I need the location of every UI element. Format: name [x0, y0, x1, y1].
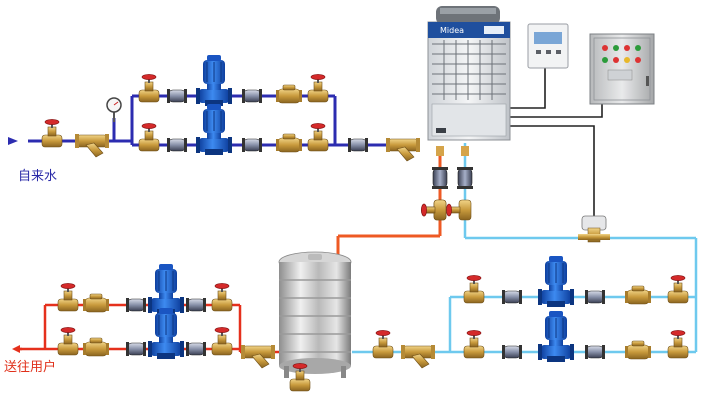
circulation-pipes [352, 143, 698, 354]
control-wires [508, 68, 603, 218]
inlet-branch-upper [138, 54, 329, 107]
inlet-label: 自来水 [18, 169, 58, 184]
outlet-arrow-icon [12, 345, 22, 353]
user-branch-lower [57, 307, 233, 360]
circulation-branch-lower [463, 310, 689, 363]
outlet-label: 送往用户 [4, 360, 57, 375]
inlet-strainer-icon [74, 133, 110, 158]
tank-outlet-strainer-icon [240, 344, 276, 369]
tank-inlet-valve-icon [421, 199, 447, 221]
storage-tank-icon [278, 251, 352, 378]
control-cabinet-icon [589, 33, 655, 105]
inlet-branch-lower [138, 103, 329, 156]
inlet-arrow-icon [8, 137, 18, 145]
wall-controller-icon [527, 23, 569, 69]
unit-connections [421, 146, 474, 221]
user-branch-upper [57, 263, 233, 316]
inlet-valve-icon [41, 118, 63, 148]
pressure-gauge-icon [106, 97, 122, 122]
flow-switch-icon [578, 215, 610, 243]
heat-pump-unit-icon: Midea [427, 6, 511, 141]
heat-pump-brand: Midea [440, 26, 464, 35]
unit-inlet-fittings [347, 137, 421, 162]
circulation-branch-upper [463, 255, 689, 308]
circulation-inlet-fittings [372, 329, 436, 369]
